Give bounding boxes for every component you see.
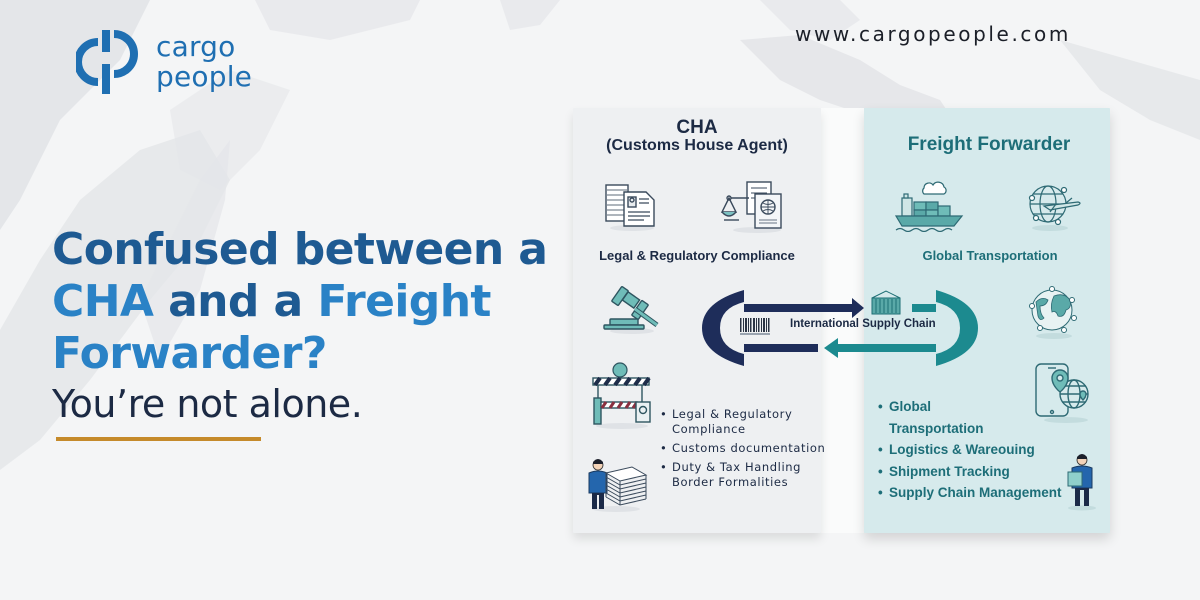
brand-logo[interactable]: cargo people [76,28,252,96]
ff-list-item: Logistics & Wareouing [878,439,1078,461]
freight-forwarder-title: Freight Forwarder [907,134,1071,155]
headline-and-a: and a [153,276,318,327]
barcode-icon [740,318,770,335]
supply-chain-label: International Supply Chain [790,318,936,330]
headline-freight: Freight [317,276,491,327]
cha-subtitle: (Customs House Agent) [606,137,788,154]
cha-list-item: Duty & Tax Handling Border Formalities [658,460,828,490]
brand-name: cargo people [156,32,252,92]
shipping-container-icon [871,290,901,315]
agent-with-papers-icon [588,459,648,512]
headline-line2: CHA and a Freight [52,276,572,328]
cargo-people-logo-icon [76,30,138,94]
cha-caption: Legal & Regulatory Compliance [599,248,795,263]
headline-cha: CHA [52,276,154,327]
cha-list-item: Customs documentation [658,441,828,456]
ff-list-item: Global Transportation [878,396,1078,439]
globe-airplane-icon [1028,185,1081,231]
accent-underline [56,437,261,441]
headline-line3: Forwarder? [52,328,327,379]
scales-passport-icon [720,181,782,233]
brand-name-line2: people [156,60,253,93]
documents-icon [605,184,655,231]
ff-list-item: Supply Chain Management [878,482,1078,504]
freight-forwarder-services-list: Global Transportation Logistics & Wareou… [878,396,1078,504]
headline-subline: You’re not alone. [52,382,363,426]
headline-line1: Confused between a [52,224,548,275]
headline-block: Confused between a CHA and a Freight For… [52,224,572,428]
ff-list-item-text: Global Transportation [889,399,984,436]
cha-list-item: Legal & Regulatory Compliance [658,407,828,437]
cha-title: CHA [676,117,718,138]
cha-services-list: Legal & Regulatory Compliance Customs do… [658,407,828,494]
cargo-ship-icon [894,181,964,232]
ff-list-item: Shipment Tracking [878,461,1078,483]
world-network-icon [1029,286,1077,339]
bidirectional-arrows-icon [702,290,978,366]
barrier-gate-icon [592,362,651,429]
freight-forwarder-caption: Global Transportation [922,248,1058,263]
gavel-icon [603,286,659,334]
website-link[interactable]: www.cargopeople.com [795,22,1071,46]
center-divider [821,108,864,533]
brand-name-line1: cargo [156,30,236,63]
